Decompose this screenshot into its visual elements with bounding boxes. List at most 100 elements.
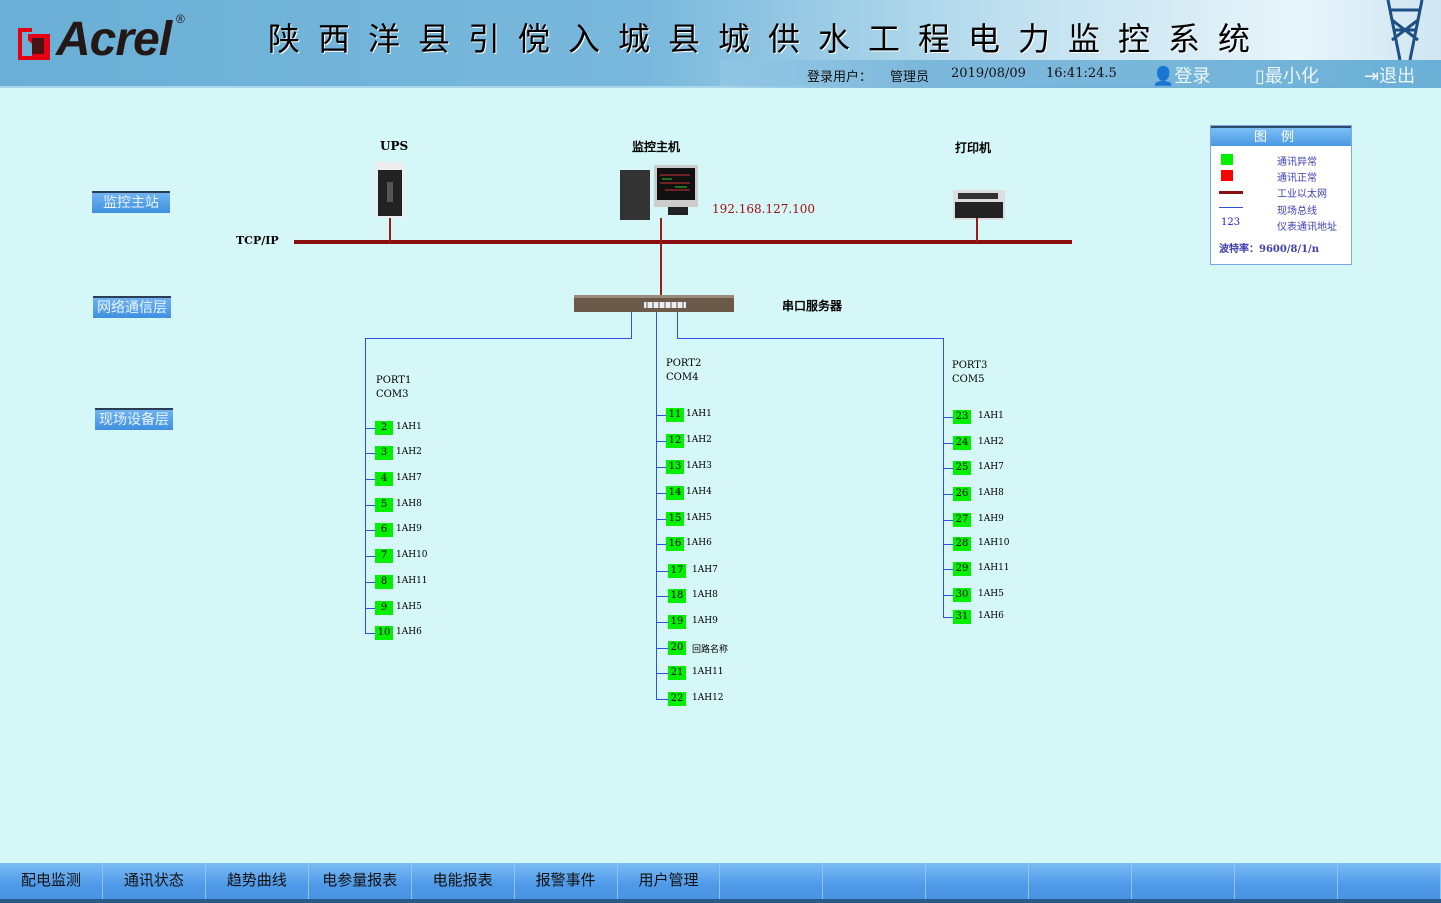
exit-label: 退出	[1379, 66, 1416, 87]
minimize-button[interactable]: ▯最小化	[1255, 62, 1319, 88]
device-stub	[365, 479, 375, 480]
device-stub	[656, 544, 666, 545]
time: 16:41:24.5	[1046, 66, 1117, 81]
device-address-box[interactable]: 8	[375, 575, 393, 589]
device-address-box[interactable]: 9	[375, 601, 393, 615]
device-address-box[interactable]: 6	[375, 523, 393, 537]
port-name: PORT3	[952, 360, 988, 371]
device-stub	[656, 622, 668, 623]
device-address-box[interactable]: 11	[666, 408, 684, 422]
device-stub	[365, 505, 375, 506]
nav-tab[interactable]: 电参量报表	[308, 863, 412, 899]
nav-tab[interactable]	[1337, 863, 1441, 899]
device-stub	[943, 595, 953, 596]
login-button[interactable]: 👤登录	[1152, 62, 1210, 88]
device-name: 1AH12	[692, 693, 724, 703]
device-address-box[interactable]: 17	[668, 564, 686, 578]
port3-feeder	[677, 338, 944, 339]
device-address-box[interactable]: 10	[375, 626, 393, 640]
legend-panel: 图例 123 通讯异常 通讯正常 工业以太网 现场总线 仪表通讯地址 波特率：9…	[1210, 125, 1352, 265]
device-address-box[interactable]: 3	[375, 446, 393, 460]
device-address-box[interactable]: 24	[953, 436, 971, 450]
device-address-box[interactable]: 29	[953, 562, 971, 576]
nav-tab[interactable]: 电能报表	[411, 863, 515, 899]
tcpip-label: TCP/IP	[236, 234, 279, 247]
nav-tab[interactable]: 用户管理	[617, 863, 721, 899]
device-address-box[interactable]: 25	[953, 461, 971, 475]
nav-tab[interactable]	[720, 863, 824, 899]
device-address-box[interactable]: 4	[375, 472, 393, 486]
current-user: 管理员	[890, 70, 930, 85]
layer-station-button[interactable]: 监控主站	[92, 191, 170, 213]
device-stub	[943, 520, 953, 521]
port-name: PORT1	[376, 375, 412, 386]
nav-tab[interactable]: 配电监测	[0, 863, 103, 899]
nav-tab[interactable]: 通讯状态	[102, 863, 206, 899]
device-address-box[interactable]: 16	[666, 537, 684, 551]
nav-tab[interactable]: 报警事件	[514, 863, 618, 899]
device-stub	[365, 428, 375, 429]
nav-tab[interactable]	[1132, 863, 1236, 899]
legend-item: 现场总线	[1277, 206, 1317, 217]
device-name: 1AH6	[686, 538, 712, 548]
device-name: 1AH9	[396, 524, 422, 534]
device-stub	[943, 569, 953, 570]
device-address-box[interactable]: 26	[953, 487, 971, 501]
device-address-box[interactable]: 2	[375, 421, 393, 435]
device-name: 1AH7	[692, 565, 718, 575]
device-stub	[365, 556, 375, 557]
exit-button[interactable]: ⇥退出	[1364, 62, 1415, 88]
device-address-box[interactable]: 19	[668, 615, 686, 629]
device-stub	[656, 493, 666, 494]
device-address-box[interactable]: 5	[375, 498, 393, 512]
device-address-box[interactable]: 27	[953, 513, 971, 527]
minimize-label: 最小化	[1264, 66, 1319, 87]
device-address-box[interactable]: 14	[666, 486, 684, 500]
device-stub	[943, 544, 953, 545]
device-stub	[943, 494, 953, 495]
device-name: 1AH9	[978, 514, 1004, 524]
ups-icon[interactable]	[376, 162, 404, 218]
host-computer-icon[interactable]	[620, 165, 700, 220]
device-address-box[interactable]: 18	[668, 589, 686, 603]
printer-icon[interactable]	[953, 190, 1005, 220]
login-label: 登录	[1174, 66, 1211, 87]
legend-addr-sample: 123	[1221, 217, 1241, 228]
nav-tab[interactable]	[823, 863, 927, 899]
device-address-box[interactable]: 30	[953, 588, 971, 602]
device-name: 1AH8	[692, 590, 718, 600]
device-name: 1AH7	[396, 473, 422, 483]
device-address-box[interactable]: 23	[953, 410, 971, 424]
device-address-box[interactable]: 7	[375, 549, 393, 563]
nav-tab[interactable]	[1029, 863, 1133, 899]
device-stub	[943, 417, 953, 418]
port1-feeder	[365, 338, 632, 339]
serial-server-icon[interactable]	[574, 295, 734, 312]
device-address-box[interactable]: 13	[666, 460, 684, 474]
nav-tab[interactable]	[926, 863, 1030, 899]
device-address-box[interactable]: 21	[668, 666, 686, 680]
device-address-box[interactable]: 22	[668, 692, 686, 706]
nav-tab[interactable]: 趋势曲线	[205, 863, 309, 899]
device-name: 1AH2	[978, 437, 1004, 447]
device-name: 1AH5	[396, 602, 422, 612]
layer-field-button[interactable]: 现场设备层	[95, 408, 173, 430]
device-address-box[interactable]: 28	[953, 537, 971, 551]
device-name: 1AH8	[396, 499, 422, 509]
device-name: 1AH11	[396, 576, 428, 586]
layer-network-button[interactable]: 网络通信层	[93, 296, 171, 318]
device-address-box[interactable]: 31	[953, 610, 971, 624]
device-address-box[interactable]: 12	[666, 434, 684, 448]
host-label: 监控主机	[632, 140, 681, 154]
login-user-label: 登录用户：	[807, 70, 873, 85]
device-name: 1AH3	[686, 461, 712, 471]
device-address-box[interactable]: 20	[668, 641, 686, 655]
legend-ethernet-line	[1219, 191, 1243, 194]
footer-line	[0, 899, 1441, 903]
acrel-logo-icon	[18, 28, 50, 60]
nav-tab[interactable]	[1235, 863, 1338, 899]
ethernet-bus	[294, 240, 1072, 244]
device-address-box[interactable]: 15	[666, 512, 684, 526]
legend-item: 通讯异常	[1277, 157, 1317, 168]
device-name: 1AH11	[692, 667, 724, 677]
